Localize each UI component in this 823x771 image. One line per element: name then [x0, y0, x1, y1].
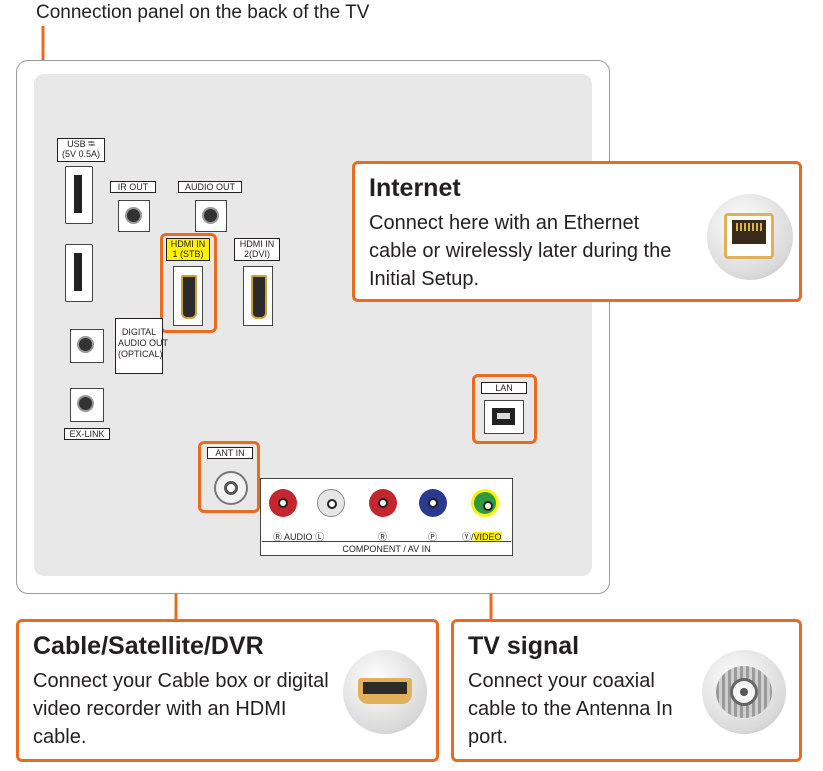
hdmi-icon [343, 650, 427, 734]
audio-out-port[interactable] [195, 200, 227, 232]
usb-label: USB ⭾ (5V 0.5A) [57, 138, 105, 162]
coaxial-icon [702, 650, 786, 734]
ethernet-icon [707, 194, 793, 280]
hdmi1-highlight [160, 233, 217, 333]
cable-callout: Cable/Satellite/DVR Connect your Cable b… [16, 619, 439, 762]
tv-signal-callout: TV signal Connect your coaxial cable to … [451, 619, 802, 762]
hdmi-in-2-port[interactable] [243, 266, 273, 326]
pb-jack[interactable] [419, 489, 447, 517]
ex-link-port[interactable] [70, 388, 104, 422]
tv-signal-title: TV signal [468, 632, 580, 660]
ant-in-label: ANT IN [207, 447, 253, 459]
hdmi2-label: HDMI IN 2(DVI) [234, 238, 280, 261]
audio-r-jack[interactable] [269, 489, 297, 517]
tv-signal-text: Connect your coaxial cable to the Antenn… [468, 670, 673, 748]
component-divider [262, 541, 511, 542]
hdmi-in-1-port[interactable] [173, 266, 203, 326]
cable-text: Connect your Cable box or digital video … [33, 670, 329, 748]
cable-title: Cable/Satellite/DVR [33, 632, 264, 660]
y-video-label: Ⓨ/VIDEO [462, 532, 502, 542]
pr-label: Ⓡ [378, 532, 388, 542]
pr-jack[interactable] [369, 489, 397, 517]
component-label: COMPONENT / AV IN [342, 544, 431, 554]
y-video-jack[interactable] [471, 489, 499, 517]
audio-row-label: Ⓡ AUDIO Ⓛ [273, 532, 325, 542]
ex-link-label: EX-LINK [64, 428, 110, 440]
audio-out-label: AUDIO OUT [178, 181, 242, 193]
antenna-in-port[interactable] [214, 471, 248, 505]
digital-audio-optical-port[interactable] [70, 329, 104, 363]
ir-out-port[interactable] [118, 200, 150, 232]
ant-in-highlight [198, 441, 260, 513]
internet-text: Connect here with an Ethernet cable or w… [369, 212, 672, 290]
lan-highlight [472, 374, 537, 444]
hdmi1-label: HDMI IN 1 (STB) [166, 238, 210, 261]
lan-label: LAN [481, 382, 527, 394]
pb-label: Ⓟ [428, 532, 438, 542]
digital-audio-label: DIGITAL AUDIO OUT (OPTICAL) [115, 318, 168, 374]
internet-callout: Internet Connect here with an Ethernet c… [352, 161, 802, 302]
audio-l-jack[interactable] [317, 489, 345, 517]
usb-port-1[interactable] [65, 166, 93, 224]
caption: Connection panel on the back of the TV [36, 2, 370, 23]
usb-port-2[interactable] [65, 244, 93, 302]
lan-port[interactable] [484, 400, 524, 434]
internet-title: Internet [369, 174, 461, 202]
ir-out-label: IR OUT [110, 181, 156, 193]
